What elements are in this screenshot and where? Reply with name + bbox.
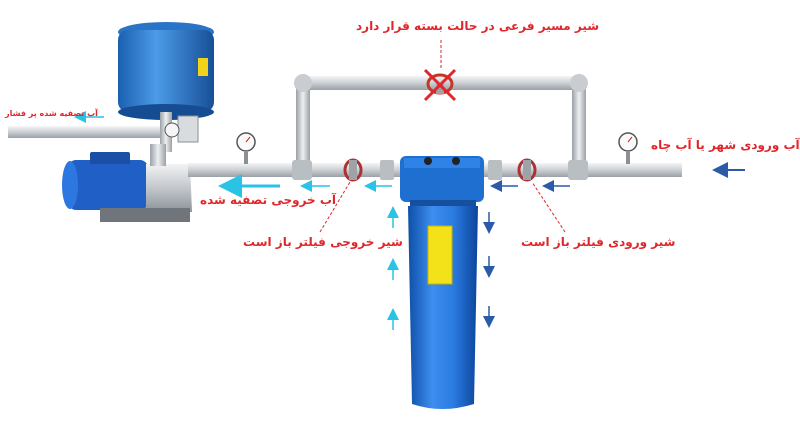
- bypass-valve-icon: [423, 68, 457, 102]
- pressurized-outlet-pipe: [8, 126, 168, 138]
- pressure-gauge-icon: [236, 132, 256, 164]
- pressurized-water-label: آب تصفیه شده پر فشار: [5, 109, 98, 118]
- pointer-lines: [319, 40, 566, 233]
- outlet-label: آب خروجی تصفیه شده: [200, 193, 337, 207]
- inlet-filter-valve-label: شیر ورودی فیلتر باز است: [521, 235, 676, 249]
- inlet-valve-icon: [517, 158, 537, 182]
- outlet-flow-arrows: [74, 111, 392, 198]
- filter-housing-icon: [400, 156, 484, 409]
- bypass-valve-label: شیر مسیر فرعی در حالت بسته قرار دارد: [356, 19, 600, 33]
- outlet-filter-valve-label: شیر خروجی فیلتر باز است: [243, 235, 403, 249]
- pressure-gauge-icon: [618, 132, 638, 164]
- pump-icon: [62, 144, 192, 222]
- inlet-label: آب ورودی شهر یا آب چاه: [651, 138, 800, 152]
- outlet-valve-icon: [343, 158, 363, 182]
- inlet-flow-arrow: [490, 162, 745, 192]
- pressure-switch-icon: [164, 115, 199, 143]
- pipe-fittings: [292, 160, 588, 180]
